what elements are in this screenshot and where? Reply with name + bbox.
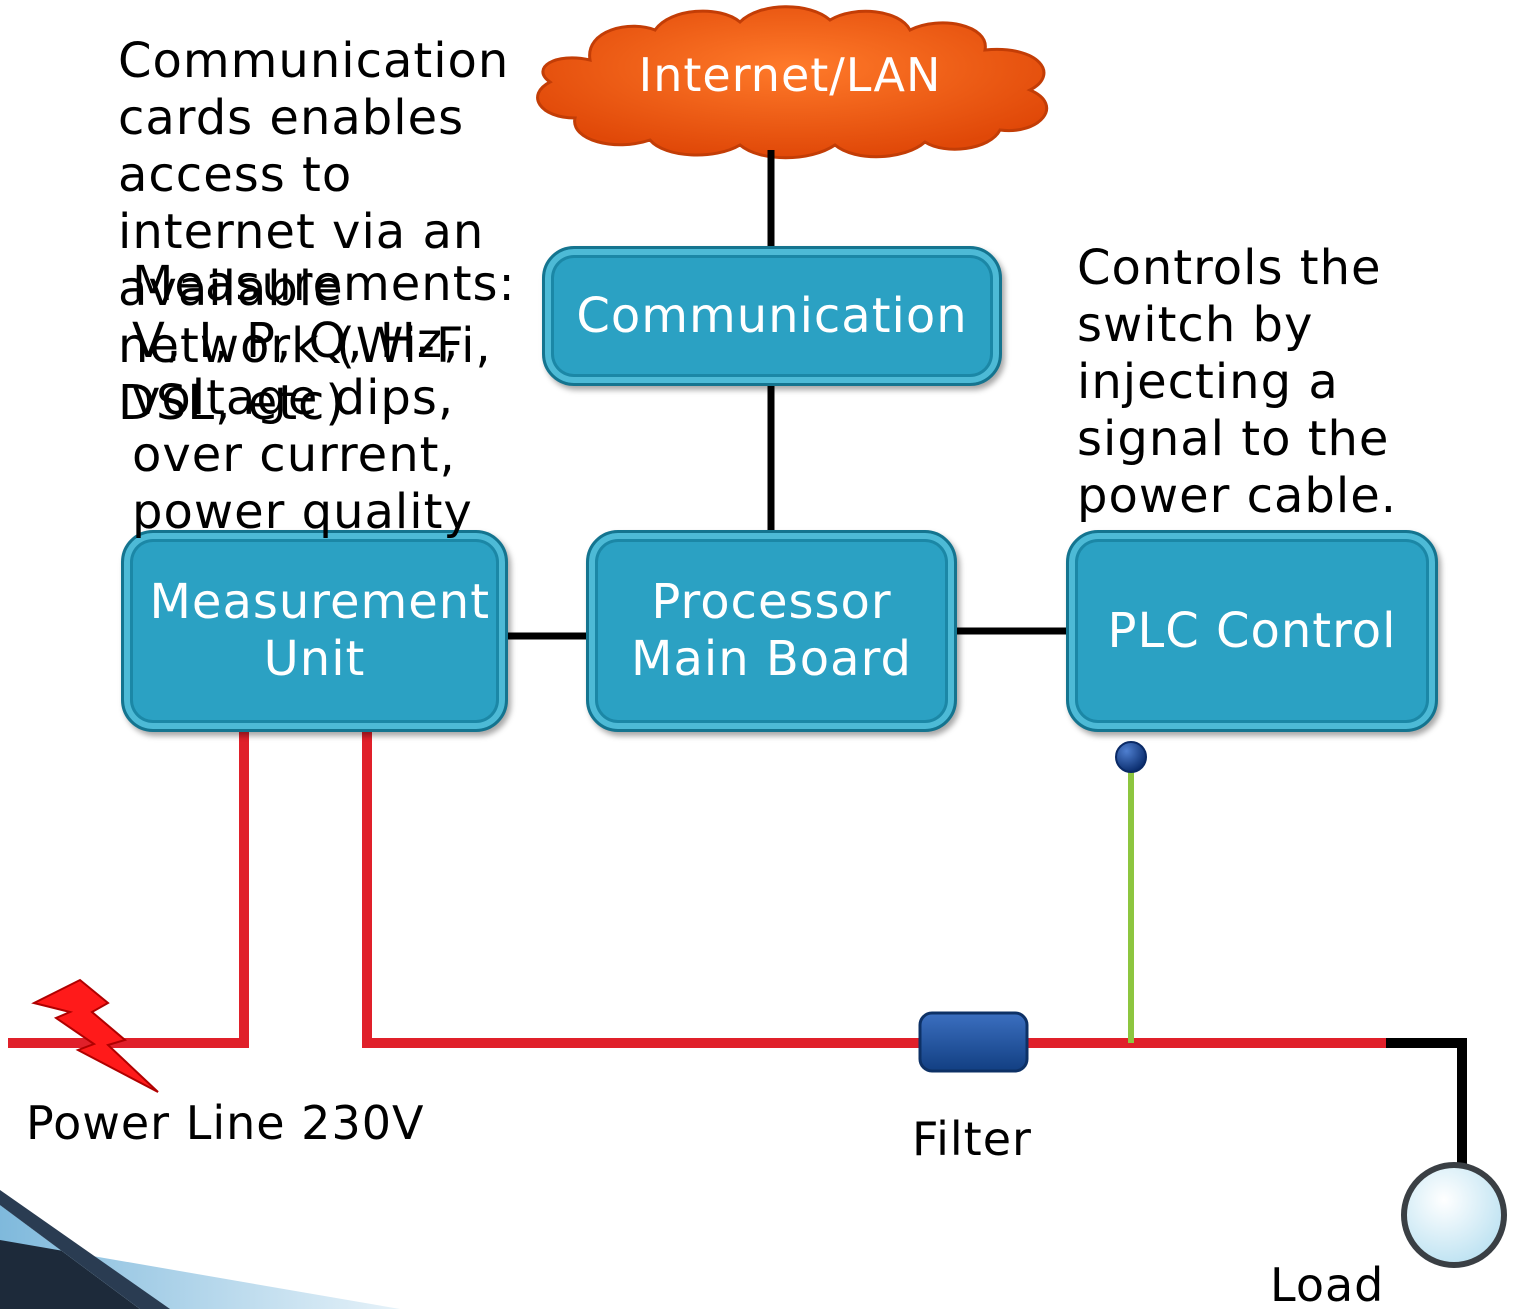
- communication-note: Communication cards enables access to in…: [118, 33, 510, 431]
- lightning-bolt-icon: [31, 978, 159, 1093]
- load-bulb-icon: [1401, 1162, 1507, 1268]
- load-label: Load: [1270, 1258, 1385, 1309]
- plc-control-block: PLC Control: [1066, 530, 1438, 732]
- filter-capsule-icon: [918, 1011, 1029, 1073]
- injection-point-icon: [1115, 741, 1147, 773]
- internet-lan-label: Internet/LAN: [638, 48, 942, 102]
- plc-control-label: PLC Control: [1107, 602, 1397, 659]
- load-wire: [1386, 1038, 1467, 1170]
- communication-block: Communication: [542, 246, 1002, 386]
- processor-main-board-label: Processor Main Board: [631, 574, 912, 687]
- measurement-unit-label: Measurement Unit: [149, 574, 491, 687]
- cloud-icon: [536, 5, 1049, 160]
- data-wires: [500, 150, 1070, 640]
- measurement-unit-block: Measurement Unit: [121, 530, 508, 732]
- power-wires: [8, 730, 1390, 1048]
- slide-corner-decoration: [0, 1190, 400, 1309]
- plc-note: Controls the switch by injecting a signa…: [1077, 240, 1398, 524]
- processor-main-board-block: Processor Main Board: [586, 530, 957, 732]
- measurements-note: Measurements: V, I, P, Q, Hz, voltage di…: [132, 256, 516, 540]
- filter-label: Filter: [912, 1112, 1032, 1166]
- power-line-label: Power Line 230V: [26, 1096, 425, 1150]
- communication-block-label: Communication: [576, 287, 968, 344]
